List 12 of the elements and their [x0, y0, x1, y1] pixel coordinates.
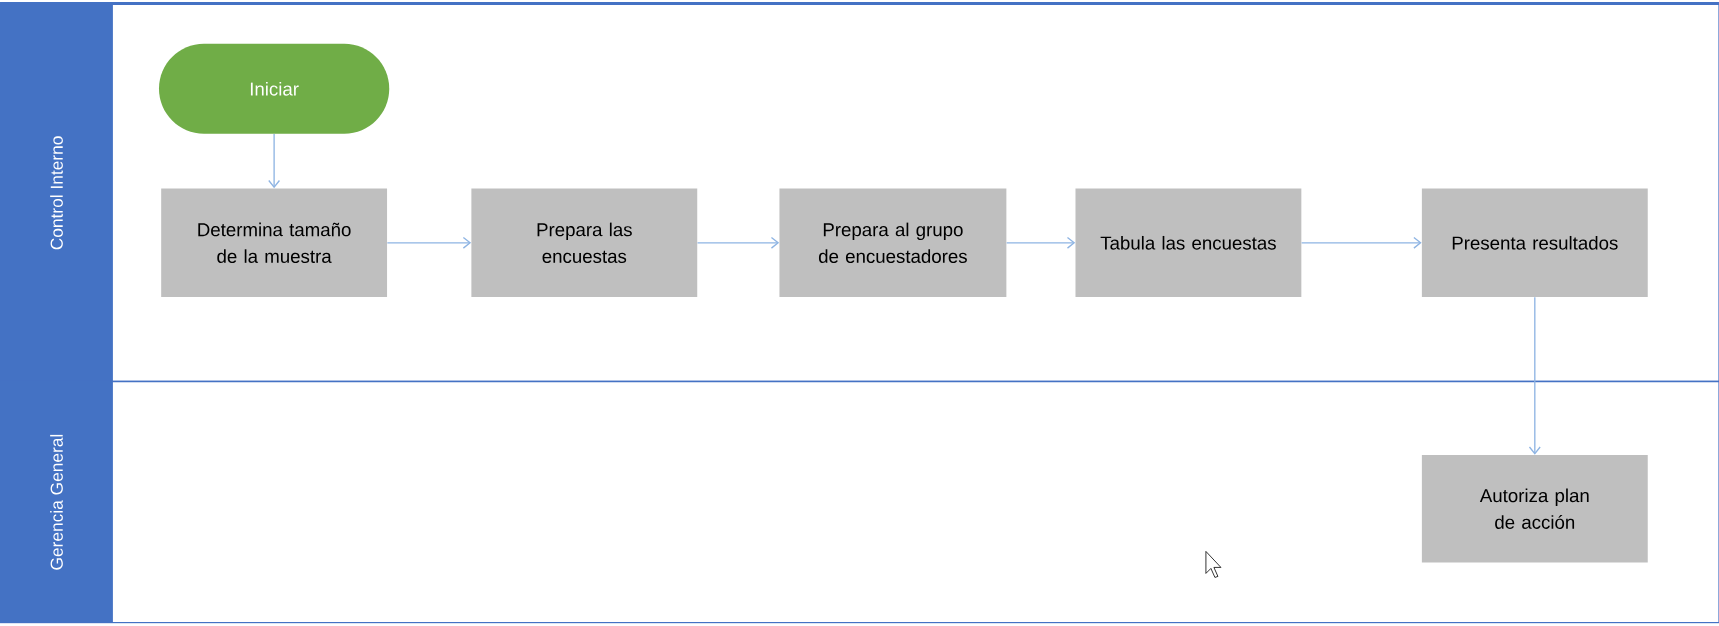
arrow	[268, 133, 281, 189]
process-box: Tabula las encuestas	[1075, 188, 1302, 298]
process-box: Determina tamaño de la muestra	[161, 188, 388, 298]
arrow	[1006, 236, 1076, 249]
process-box: Autoriza plan de acción	[1421, 454, 1648, 563]
arrow	[696, 236, 780, 249]
process-box: Prepara al grupo de encuestadores	[779, 188, 1007, 298]
process-box: Presenta resultados	[1421, 188, 1648, 298]
arrow	[1528, 296, 1541, 455]
arrow	[1300, 236, 1422, 249]
process-box: Prepara las encuestas	[471, 188, 698, 298]
arrow	[386, 236, 472, 249]
